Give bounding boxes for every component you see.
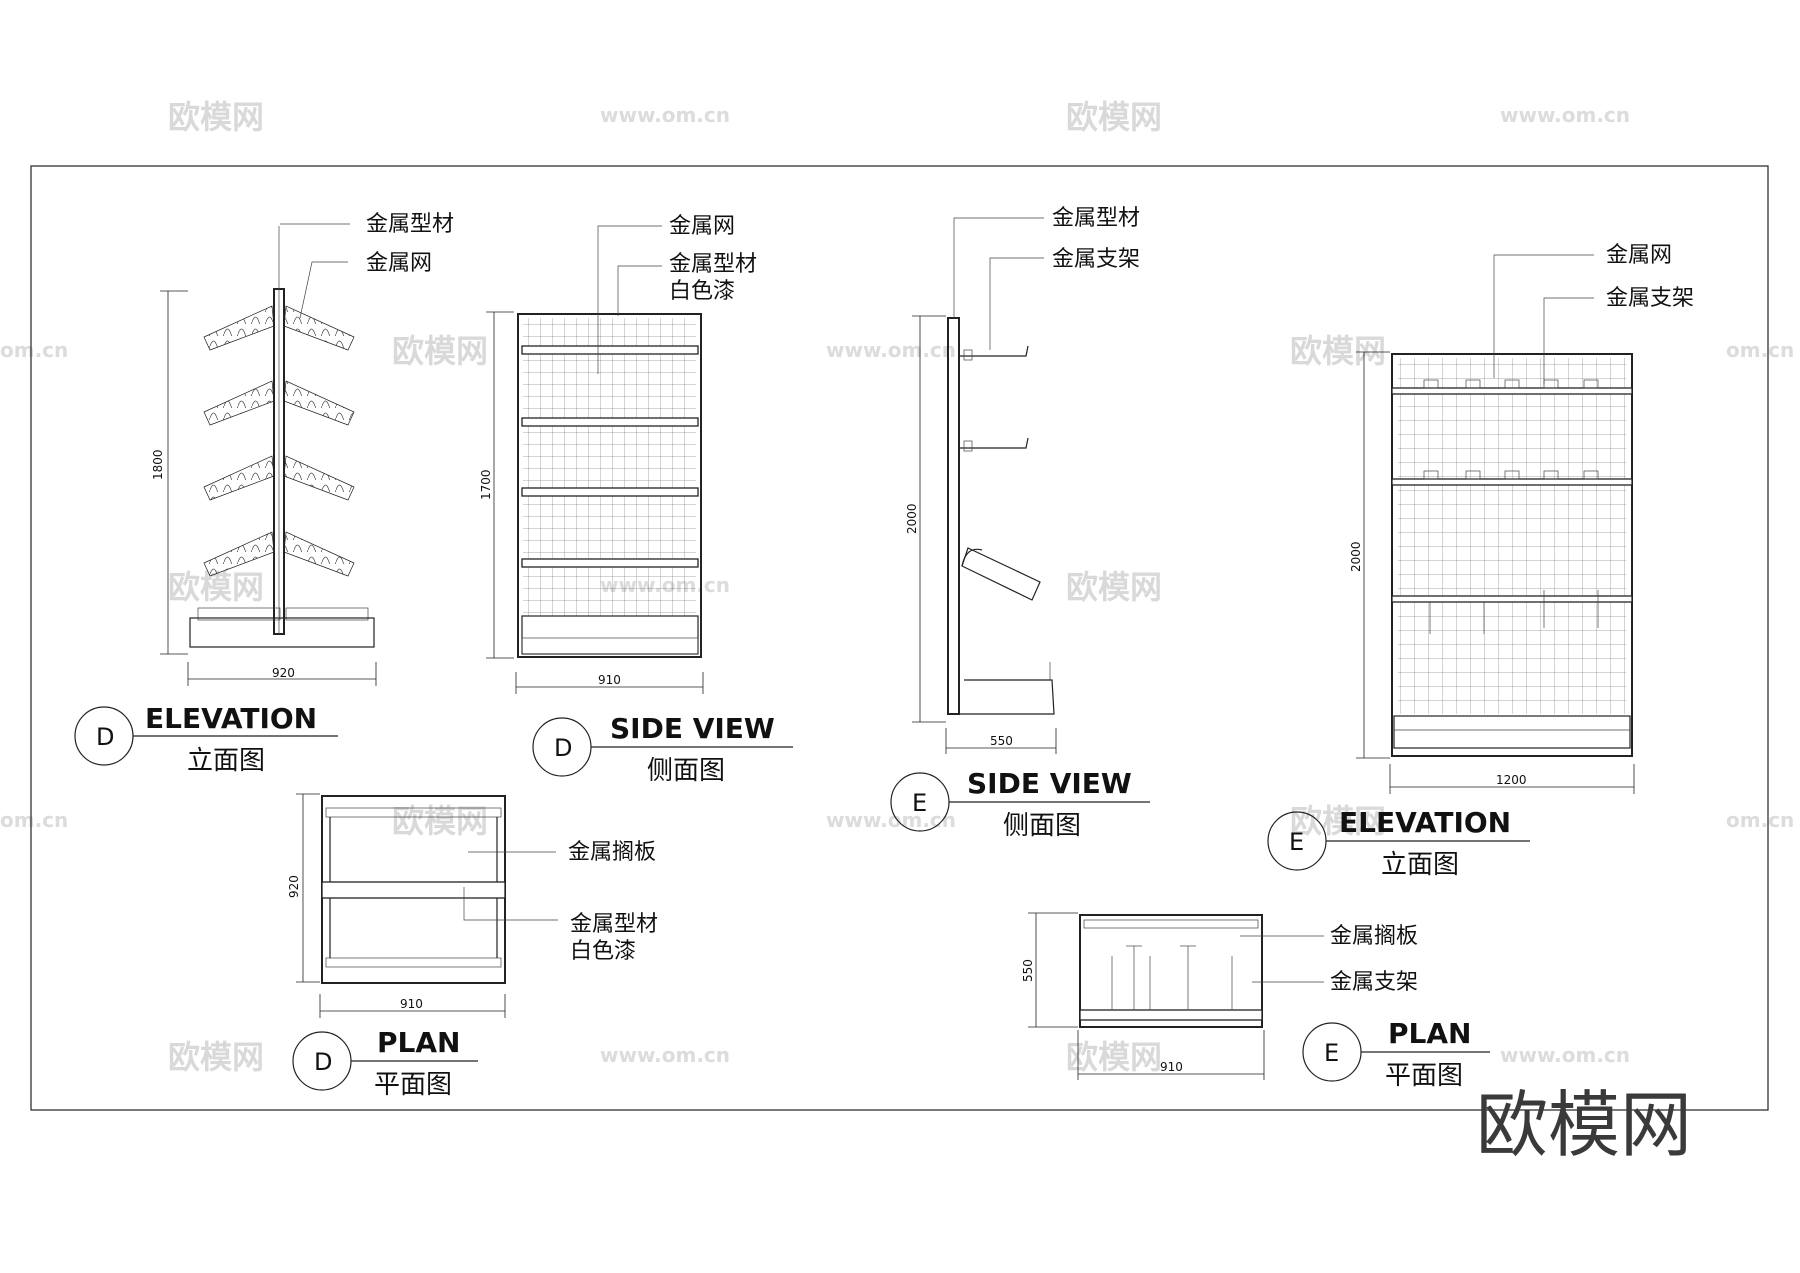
watermark-site: www.om.cn	[826, 808, 956, 832]
watermark-brand: 欧模网	[1066, 98, 1162, 136]
d-elevation-title-block: D ELEVATION 立面图	[74, 702, 338, 776]
watermarks: 欧模网 www.om.cn 欧模网 www.om.cn om.cn 欧模网 ww…	[0, 98, 1794, 1076]
view-tag: D	[554, 734, 572, 762]
dim-height: 1700	[479, 469, 493, 500]
label-metal-shelf: 金属搁板	[1330, 924, 1418, 949]
e-plan-title-block: E PLAN 平面图	[1302, 1017, 1490, 1091]
label-metal-profile: 金属型材	[570, 912, 658, 937]
dim-width: 920	[272, 666, 295, 680]
view-title: PLAN	[1388, 1017, 1471, 1050]
d-plan-drawing	[296, 793, 558, 1018]
watermark-site: www.om.cn	[826, 338, 956, 362]
d-side-view-title-block: D SIDE VIEW 侧面图	[532, 712, 793, 786]
label-metal-profile: 金属型材	[366, 212, 454, 237]
label-metal-mesh: 金属网	[669, 214, 735, 239]
dim-width: 910	[400, 997, 423, 1011]
watermark-brand: 欧模网	[1290, 332, 1386, 370]
view-tag: D	[314, 1048, 332, 1076]
label-metal-bracket: 金属支架	[1052, 247, 1140, 272]
view-title: SIDE VIEW	[610, 712, 775, 745]
dim-height: 920	[287, 875, 301, 898]
d-side-view-drawing	[486, 225, 704, 694]
view-subtitle: 平面图	[374, 1070, 452, 1100]
view-subtitle: 侧面图	[1003, 811, 1081, 841]
label-white-paint: 白色漆	[570, 939, 636, 964]
watermark-brand: 欧模网	[1066, 1038, 1162, 1076]
watermark-site: om.cn	[0, 338, 68, 362]
watermark-site: om.cn	[1726, 338, 1794, 362]
label-metal-bracket: 金属支架	[1330, 970, 1418, 995]
label-white-paint: 白色漆	[669, 279, 735, 304]
dim-height: 2000	[905, 503, 919, 534]
e-elevation-drawing	[1356, 254, 1635, 794]
watermark-brand: 欧模网	[392, 332, 488, 370]
watermark-site: www.om.cn	[1500, 1043, 1630, 1067]
view-title: SIDE VIEW	[967, 767, 1132, 800]
dim-height: 550	[1021, 959, 1035, 982]
watermark-site: www.om.cn	[600, 103, 730, 127]
view-tag: E	[912, 789, 927, 817]
watermark-brand: 欧模网	[1066, 568, 1162, 606]
view-tag: E	[1324, 1039, 1339, 1067]
e-elevation-title-block: E ELEVATION 立面图	[1267, 806, 1530, 880]
dim-width: 910	[598, 673, 621, 687]
watermark-site: www.om.cn	[1500, 103, 1630, 127]
watermark-site: om.cn	[1726, 808, 1794, 832]
d-plan-title-block: D PLAN 平面图	[292, 1026, 478, 1100]
watermark-brand: 欧模网	[1290, 802, 1386, 840]
sheet-frame	[30, 165, 1769, 1111]
dim-width: 1200	[1496, 773, 1527, 787]
label-metal-bracket: 金属支架	[1606, 286, 1694, 311]
watermark-brand: 欧模网	[168, 1038, 264, 1076]
dim-width: 910	[1160, 1060, 1183, 1074]
view-title: ELEVATION	[145, 702, 317, 735]
e-plan-drawing	[1028, 912, 1324, 1080]
view-title: PLAN	[377, 1026, 460, 1059]
view-tag: E	[1289, 828, 1304, 856]
brand-logo: 欧模网	[1476, 1083, 1692, 1167]
dim-width: 550	[990, 734, 1013, 748]
view-subtitle: 立面图	[187, 746, 265, 776]
watermark-brand: 欧模网	[168, 98, 264, 136]
dim-height: 1800	[151, 449, 165, 480]
watermark-site: om.cn	[0, 808, 68, 832]
watermark-brand: 欧模网	[168, 568, 264, 606]
label-metal-profile: 金属型材	[1052, 206, 1140, 231]
e-side-view-drawing	[912, 217, 1057, 754]
d-elevation-drawing	[160, 223, 377, 686]
dim-height: 2000	[1349, 541, 1363, 572]
label-metal-mesh: 金属网	[366, 251, 432, 276]
view-subtitle: 侧面图	[647, 756, 725, 786]
view-subtitle: 平面图	[1385, 1061, 1463, 1091]
view-tag: D	[96, 723, 114, 751]
label-metal-mesh: 金属网	[1606, 243, 1672, 268]
label-metal-profile: 金属型材	[669, 252, 757, 277]
label-metal-shelf: 金属搁板	[568, 840, 656, 865]
watermark-site: www.om.cn	[600, 1043, 730, 1067]
view-title: ELEVATION	[1339, 806, 1511, 839]
view-subtitle: 立面图	[1381, 850, 1459, 880]
e-side-view-title-block: E SIDE VIEW 侧面图	[890, 767, 1150, 841]
